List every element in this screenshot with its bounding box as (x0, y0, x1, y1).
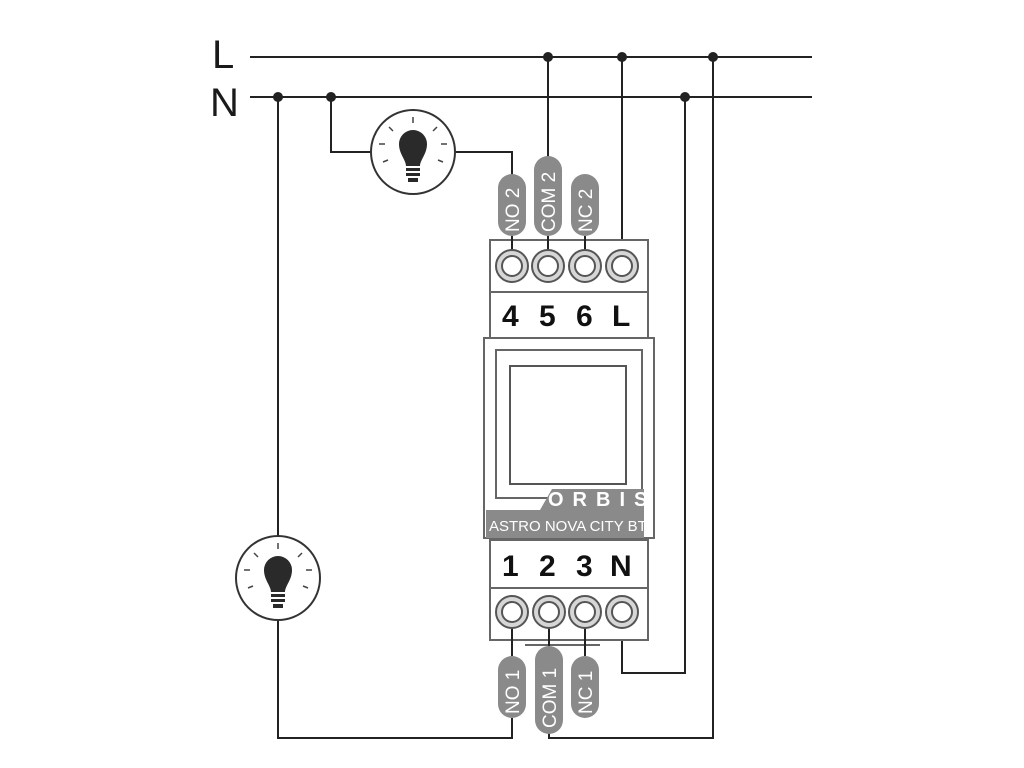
terminal-number-2: 2 (539, 550, 556, 583)
terminal-number-4: 4 (502, 300, 519, 333)
contact-badge-com2: COM 2 (534, 156, 562, 254)
terminal-number-3: 3 (576, 550, 593, 583)
contact-badge-nc2: NC 2 (571, 174, 599, 254)
contact-label-no2: NO 2 (503, 188, 524, 232)
terminal-number-5: 5 (539, 300, 556, 333)
contact-badge-nc1: NC 1 (571, 626, 599, 718)
display-screen (509, 365, 627, 485)
contact-label-com1: COM 1 (540, 668, 561, 728)
model-name: ASTRO NOVA CITY BT (489, 518, 647, 535)
contact-badge-no1: NO 1 (498, 626, 526, 718)
contact-label-nc2: NC 2 (576, 189, 597, 232)
lamp-icon (370, 109, 456, 195)
bottom-number-strip (489, 539, 649, 589)
terminal-number-6: 6 (576, 300, 593, 333)
model-band (486, 510, 644, 538)
top-number-strip (489, 291, 649, 339)
rail-label-l: L (212, 33, 234, 77)
rail-label-n: N (210, 81, 239, 125)
contact-label-nc1: NC 1 (576, 671, 597, 714)
contact-label-com2: COM 2 (539, 172, 560, 232)
junction-dots (273, 52, 718, 102)
bottom-screw-terminals (495, 595, 639, 629)
top-screw-terminals (495, 249, 639, 283)
brand-logo: ORBIS (548, 489, 656, 511)
lamp-icon (235, 535, 321, 621)
contact-badge-com1: COM 1 (535, 626, 563, 734)
contact-label-no1: NO 1 (503, 670, 524, 714)
brand-band (540, 489, 644, 510)
terminal-label-n: N (610, 550, 632, 583)
contact-badge-no2: NO 2 (498, 174, 526, 254)
terminal-label-l: L (612, 300, 630, 333)
terminal-number-1: 1 (502, 550, 519, 583)
